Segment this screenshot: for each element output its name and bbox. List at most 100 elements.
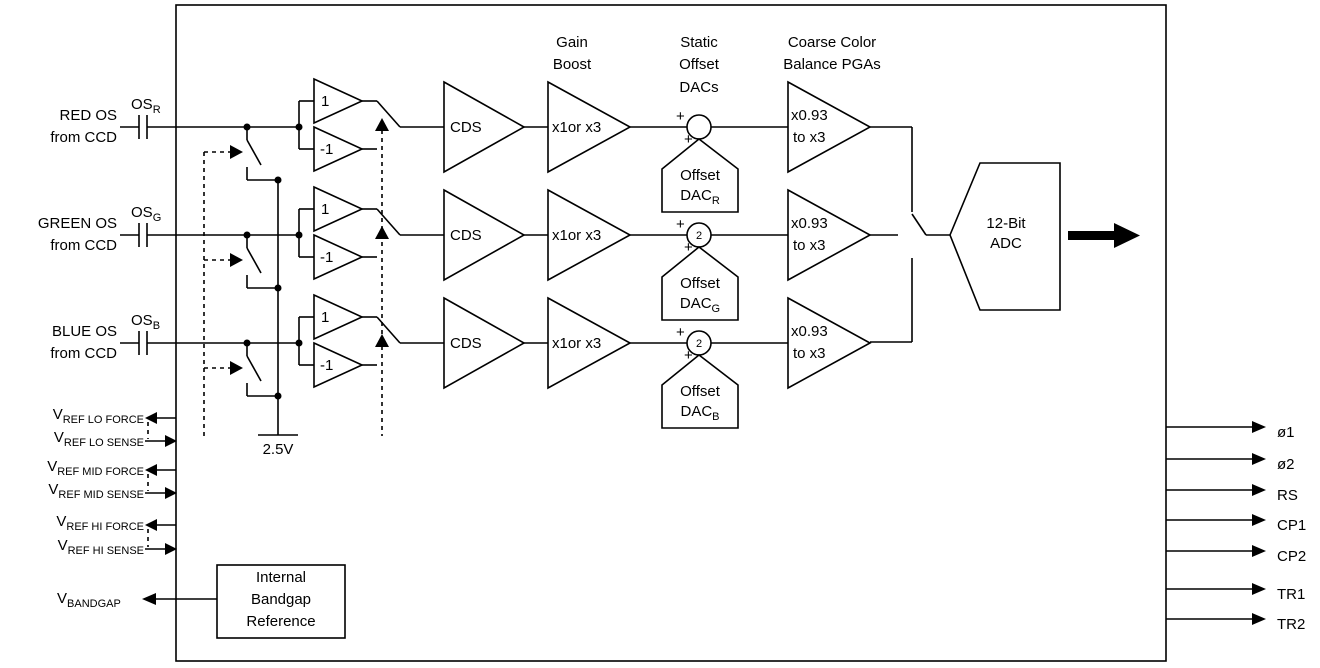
sense-arrow-icon [165, 435, 177, 447]
gain-boost-amplifier [547, 188, 632, 282]
clamp-switch [246, 139, 262, 166]
channel-input-label: RED OS [59, 107, 117, 124]
adc-mux [870, 126, 950, 343]
unity-buffer [313, 185, 364, 233]
unity-buffer [313, 293, 364, 341]
svg-text:CP2: CP2 [1277, 548, 1306, 565]
output-arrow-icon [1252, 421, 1266, 433]
sense-arrow-icon [165, 543, 177, 555]
svg-text:TR1: TR1 [1277, 586, 1305, 603]
vref-pin: VREF LO SENSE [54, 422, 177, 449]
svg-text:+: + [676, 324, 685, 341]
svg-text:VREF LO FORCE: VREF LO FORCE [53, 406, 144, 426]
svg-text:DACB: DACB [680, 403, 719, 423]
coupling-cap-label: OSR [131, 96, 161, 116]
svg-text:1: 1 [321, 93, 329, 110]
polarity-control-arrow-icon [375, 118, 389, 131]
coupling-cap-label: OSB [131, 312, 160, 332]
svg-text:VREF MID SENSE: VREF MID SENSE [48, 481, 144, 501]
channel-input-label: GREEN OS [38, 215, 117, 232]
svg-text:Reference: Reference [246, 613, 315, 630]
switch-control-arrow-icon [230, 145, 243, 159]
svg-text:+: + [684, 131, 693, 148]
channel-input-label: BLUE OS [52, 323, 117, 340]
clamp-switch [246, 247, 262, 274]
output-pin: ø1 [1166, 421, 1295, 441]
svg-text:TR2: TR2 [1277, 616, 1305, 633]
svg-text:to x3: to x3 [793, 345, 826, 362]
output-pin: ø2 [1166, 453, 1295, 473]
adc-output-arrow-icon [1068, 223, 1140, 248]
vref-pin: VREF HI FORCE [56, 513, 176, 533]
svg-text:DACG: DACG [680, 295, 720, 315]
bias-network: 2.5V [258, 180, 298, 458]
svg-text:VREF LO SENSE: VREF LO SENSE [54, 429, 144, 449]
svg-text:Offset: Offset [680, 167, 721, 184]
inverting-buffer [313, 341, 364, 389]
bandgap-reference-block [216, 564, 346, 639]
svg-text:1: 1 [321, 309, 329, 326]
output-arrow-icon [1252, 613, 1266, 625]
clamp-switch [246, 355, 262, 382]
switch-control-arrow-icon [230, 361, 243, 375]
svg-text:DACs: DACs [679, 79, 718, 96]
channel-source-label: from CCD [50, 237, 117, 254]
svg-text:Boost: Boost [553, 56, 592, 73]
output-pin: RS [1166, 484, 1298, 504]
coupling-cap-label: OSG [131, 204, 161, 224]
gain-boost-header: Gain Boost [553, 34, 592, 73]
svg-text:+: + [676, 216, 685, 233]
svg-text:-1: -1 [320, 249, 333, 266]
svg-text:Coarse Color: Coarse Color [788, 34, 876, 51]
svg-text:12-Bit: 12-Bit [986, 215, 1026, 232]
svg-text:to x3: to x3 [793, 237, 826, 254]
svg-text:Balance PGAs: Balance PGAs [783, 56, 881, 73]
polarity-switch [376, 316, 401, 344]
static-offset-header: Static Offset DACs [679, 34, 720, 96]
bandgap-section: VBANDGAP Internal Bandgap Reference [57, 564, 346, 639]
svg-text:2: 2 [696, 230, 702, 242]
svg-text:x0.93: x0.93 [791, 107, 828, 124]
svg-text:-1: -1 [320, 141, 333, 158]
svg-text:VREF MID FORCE: VREF MID FORCE [47, 458, 144, 478]
switch-control-arrow-icon [230, 253, 243, 267]
svg-text:x1or x3: x1or x3 [552, 227, 601, 244]
force-arrow-icon [145, 412, 157, 424]
svg-text:CP1: CP1 [1277, 517, 1306, 534]
svg-text:to x3: to x3 [793, 129, 826, 146]
force-arrow-icon [145, 464, 157, 476]
svg-text:ADC: ADC [990, 235, 1022, 252]
polarity-switch [376, 100, 401, 128]
svg-text:-1: -1 [320, 357, 333, 374]
svg-text:CDS: CDS [450, 227, 482, 244]
bandgap-arrow-icon [142, 593, 156, 605]
output-pin: CP2 [1166, 545, 1306, 565]
unity-buffer [313, 77, 364, 125]
vref-pin: VREF MID FORCE [47, 458, 176, 478]
offset-dac [661, 353, 739, 429]
svg-text:Offset: Offset [680, 275, 721, 292]
output-pin: TR2 [1166, 613, 1305, 633]
svg-text:Internal: Internal [256, 569, 306, 586]
svg-text:Offset: Offset [680, 383, 721, 400]
vref-pin: VREF LO FORCE [53, 406, 176, 426]
output-arrow-icon [1252, 545, 1266, 557]
svg-text:CDS: CDS [450, 119, 482, 136]
output-arrow-icon [1252, 484, 1266, 496]
channel-source-label: from CCD [50, 129, 117, 146]
channel-source-label: from CCD [50, 345, 117, 362]
svg-text:DACR: DACR [680, 187, 720, 207]
svg-text:Static: Static [680, 34, 718, 51]
gain-boost-amplifier [547, 296, 632, 390]
adc-block: 12-Bit ADC [949, 162, 1061, 311]
svg-text:CDS: CDS [450, 335, 482, 352]
output-pin: CP1 [1166, 514, 1306, 534]
gain-boost-amplifier [547, 80, 632, 174]
svg-text:+: + [684, 347, 693, 364]
output-arrow-icon [1252, 514, 1266, 526]
svg-text:x1or x3: x1or x3 [552, 335, 601, 352]
svg-text:x0.93: x0.93 [791, 215, 828, 232]
